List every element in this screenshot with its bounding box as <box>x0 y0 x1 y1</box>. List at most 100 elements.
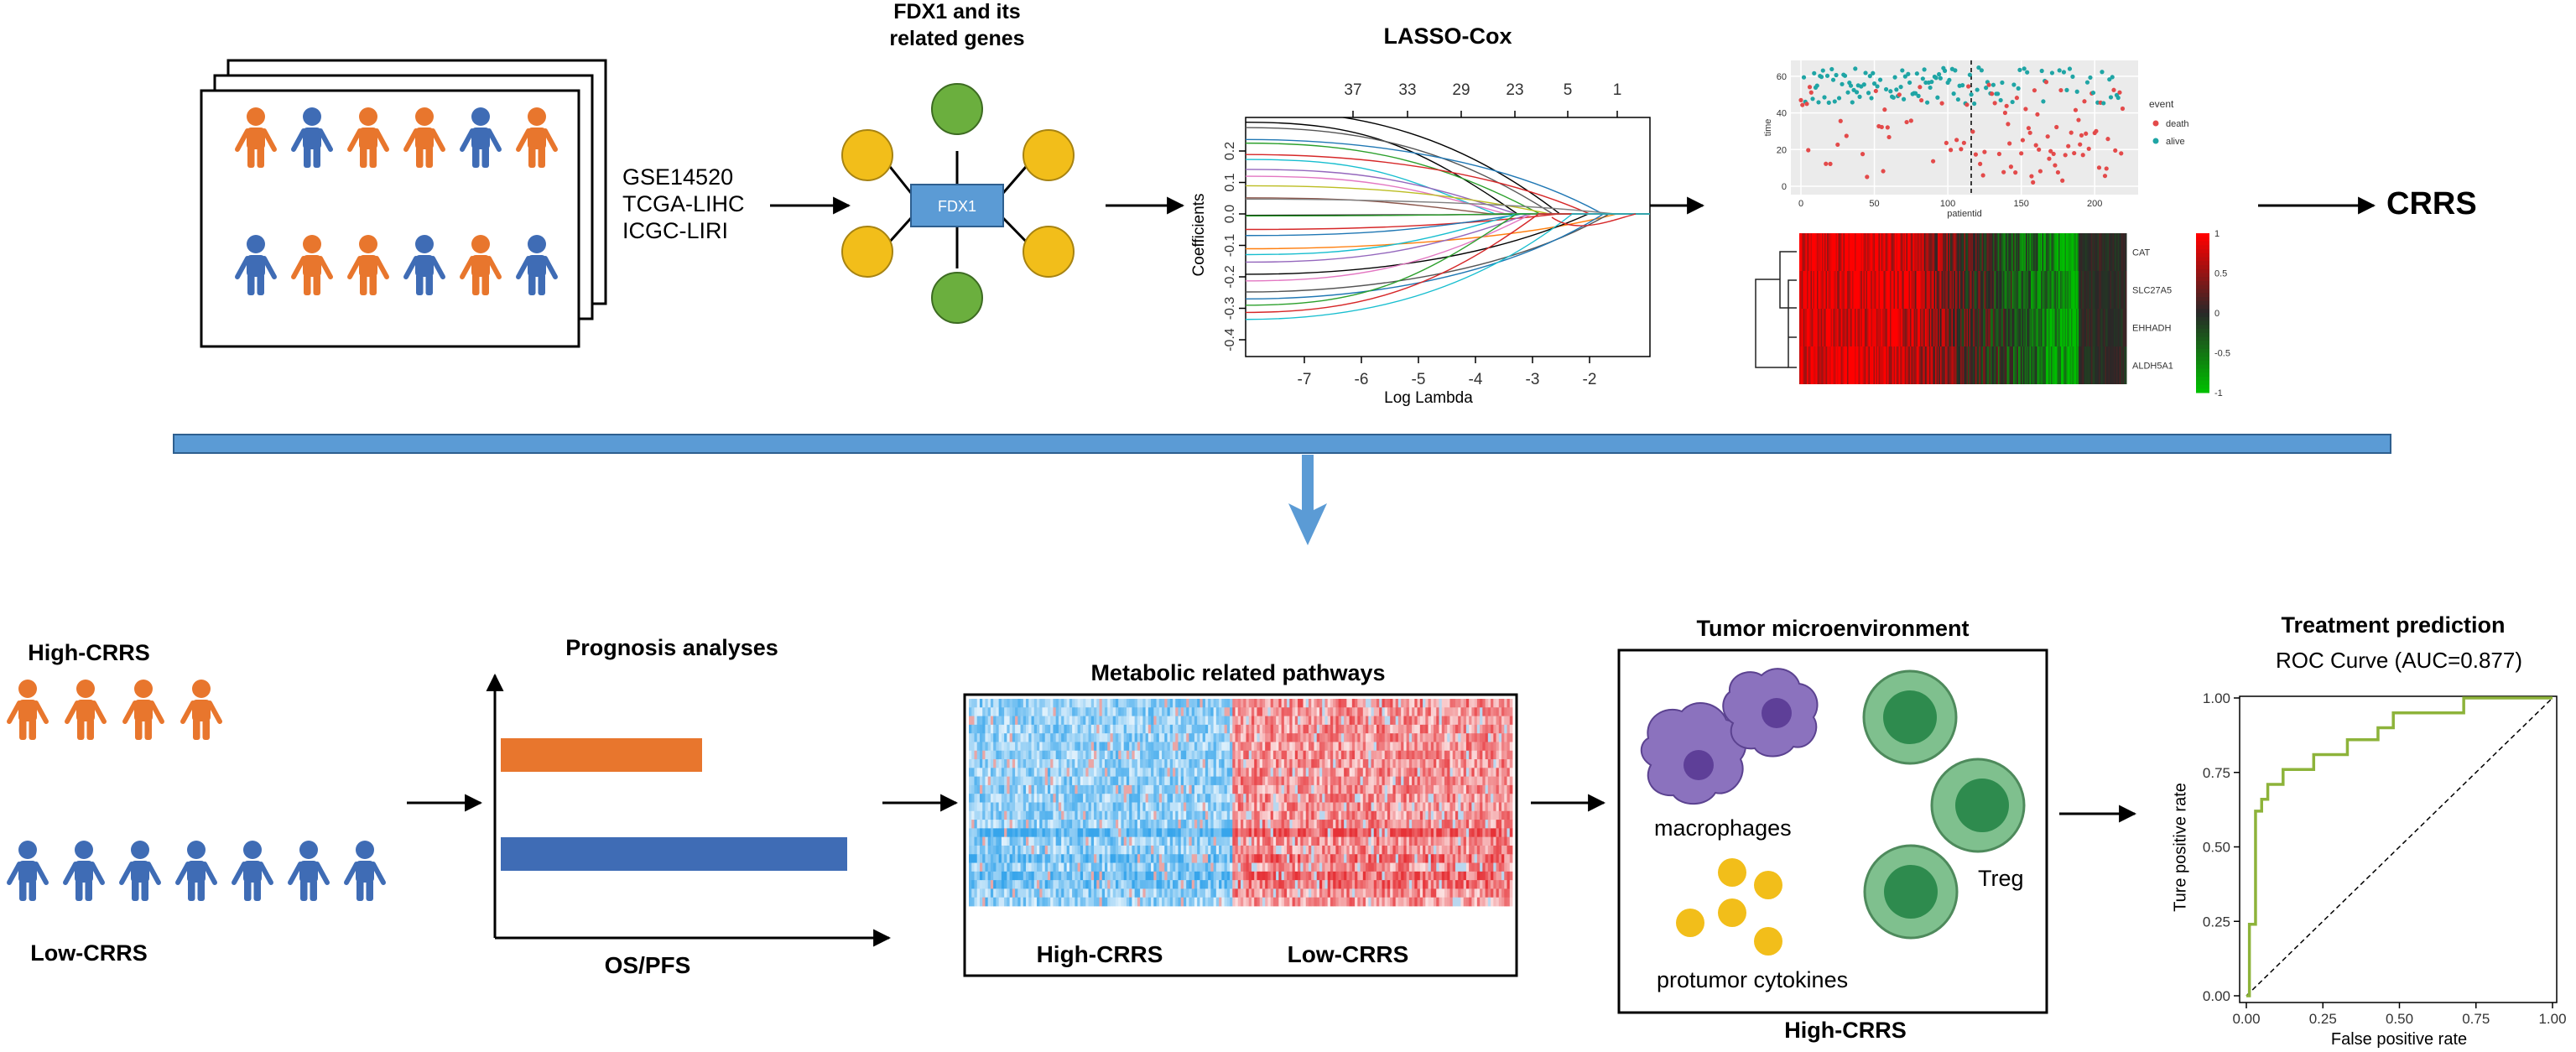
scatter-ylabel: time <box>1763 119 1773 137</box>
scatter-legend-alive: alive <box>2166 137 2185 147</box>
cytokine-icon <box>1754 871 1782 899</box>
heatmap-color-scale: 10.50-0.5-1 <box>2196 229 2230 398</box>
cohort-people-icons <box>235 107 558 295</box>
person-icon <box>7 841 49 901</box>
prognosis-chart <box>486 673 892 947</box>
heatmap-scale-tick: -0.5 <box>2214 349 2230 359</box>
lasso-title: LASSO-Cox <box>1383 23 1512 49</box>
macrophage-nucleus-icon <box>1762 698 1792 728</box>
person-icon <box>63 841 105 901</box>
person-icon <box>460 107 502 168</box>
lasso-top-tick: 33 <box>1398 81 1416 99</box>
dataset-label-2: TCGA-LIHC <box>622 191 745 216</box>
dataset-label-3: ICGC-LIRI <box>622 218 729 243</box>
roc-y-tick: 0.00 <box>2203 988 2230 1004</box>
person-icon <box>403 107 445 168</box>
scatter-y-tick: 20 <box>1777 145 1787 155</box>
fdx1-network: FDX1 <box>841 83 1075 324</box>
macrophage-nucleus-icon <box>1684 750 1714 780</box>
heatmap-scale-tick: -1 <box>2214 388 2223 398</box>
roc-plot-frame <box>2239 695 2558 1003</box>
crrs-output-label: CRRS <box>2386 186 2477 221</box>
heatmap-gene-label: ALDH5A1 <box>2132 362 2173 372</box>
person-icon <box>65 680 107 740</box>
person-icon <box>516 107 558 168</box>
sample-cohort-cards <box>200 59 607 348</box>
person-icon <box>235 235 277 295</box>
scatter-y-tick: 40 <box>1777 109 1787 119</box>
roc-x-tick: 0.75 <box>2462 1011 2490 1027</box>
heatmap-scale-tick: 0.5 <box>2214 269 2227 279</box>
lasso-top-tick: 5 <box>1564 81 1573 99</box>
person-icon <box>288 841 330 901</box>
heatmap-scale-tick: 1 <box>2214 229 2220 239</box>
low-crrs-group-label: Low-CRRS <box>30 940 148 966</box>
roc-ylabel: Ture positive rate <box>2171 783 2190 912</box>
prognosis-xlabel: OS/PFS <box>604 952 691 978</box>
person-icon <box>516 235 558 295</box>
lasso-y-tick: -0.4 <box>1223 328 1237 352</box>
dataset-label-1: GSE14520 <box>622 164 734 190</box>
fdx1-node-label: FDX1 <box>938 198 976 215</box>
heatmap-cells <box>1799 233 2127 384</box>
metabolic-heatmap <box>963 693 1518 977</box>
scatter-legend-death: death <box>2166 119 2189 129</box>
cytokine-icon <box>1718 858 1746 887</box>
person-icon <box>291 235 333 295</box>
fdx1-title-line1: FDX1 and its <box>893 0 1021 23</box>
lasso-x-tick: -4 <box>1469 371 1483 388</box>
metabolic-title: Metabolic related pathways <box>1090 660 1386 685</box>
person-icon <box>403 235 445 295</box>
treg-nucleus-icon <box>1884 865 1938 919</box>
treg-label: Treg <box>1978 866 2024 891</box>
prognosis-bar-low <box>501 837 847 871</box>
scatter-panel <box>1791 60 2138 195</box>
scatter-points <box>1798 65 2126 185</box>
scatter-y-tick: 60 <box>1777 72 1787 82</box>
roc-axes: 0.000.000.250.250.500.500.750.751.001.00 <box>2203 690 2567 1027</box>
metabolic-heatmap-cells <box>969 699 1513 907</box>
roc-curve <box>2246 696 2553 997</box>
scatter-legend-title: event <box>2149 98 2174 110</box>
lasso-ylabel: Coefficients <box>1190 193 1208 277</box>
person-icon <box>7 680 49 740</box>
gene-node-lower-right <box>1023 226 1075 278</box>
heatmap-gene-label: CAT <box>2132 248 2150 258</box>
lasso-top-tick: 1 <box>1613 81 1622 99</box>
roc-title: ROC Curve (AUC=0.877) <box>2275 648 2523 673</box>
lasso-top-tick: 29 <box>1452 81 1470 99</box>
person-icon <box>291 107 333 168</box>
roc-xlabel: False positive rate <box>2330 1030 2468 1049</box>
lasso-x-tick: -7 <box>1298 371 1312 388</box>
person-icon <box>180 680 222 740</box>
roc-x-tick: 1.00 <box>2538 1011 2566 1027</box>
person-icon <box>347 107 389 168</box>
fdx1-title-line2: related genes <box>889 27 1025 50</box>
scatter-grid <box>1791 60 2138 195</box>
roc-x-tick: 0.25 <box>2309 1011 2337 1027</box>
metabolic-left-label: High-CRRS <box>1036 941 1163 967</box>
person-icon <box>175 841 217 901</box>
roc-x-tick: 0.50 <box>2386 1011 2413 1027</box>
roc-y-tick: 0.50 <box>2203 840 2230 856</box>
tme-panel <box>1617 648 2048 1014</box>
scatter-x-tick: 50 <box>1869 199 1879 209</box>
cytokines-label: protumor cytokines <box>1657 967 1849 992</box>
scatter-x-tick: 200 <box>2087 199 2102 209</box>
scatter-legend: event death alive <box>2149 98 2189 147</box>
lasso-x-tick: -2 <box>1583 371 1597 388</box>
gene-node-bottom <box>931 272 983 324</box>
lasso-top-tick: 23 <box>1506 81 1523 99</box>
roc-y-tick: 0.25 <box>2203 914 2230 930</box>
person-icon <box>344 841 386 901</box>
lasso-plot-frame <box>1245 117 1651 357</box>
treg-nucleus-icon <box>1883 690 1937 744</box>
tme-title: Tumor microenvironment <box>1696 616 1970 641</box>
heatmap-gene-label: SLC27A5 <box>2132 286 2172 296</box>
scatter-x-tick: 100 <box>1940 199 1955 209</box>
